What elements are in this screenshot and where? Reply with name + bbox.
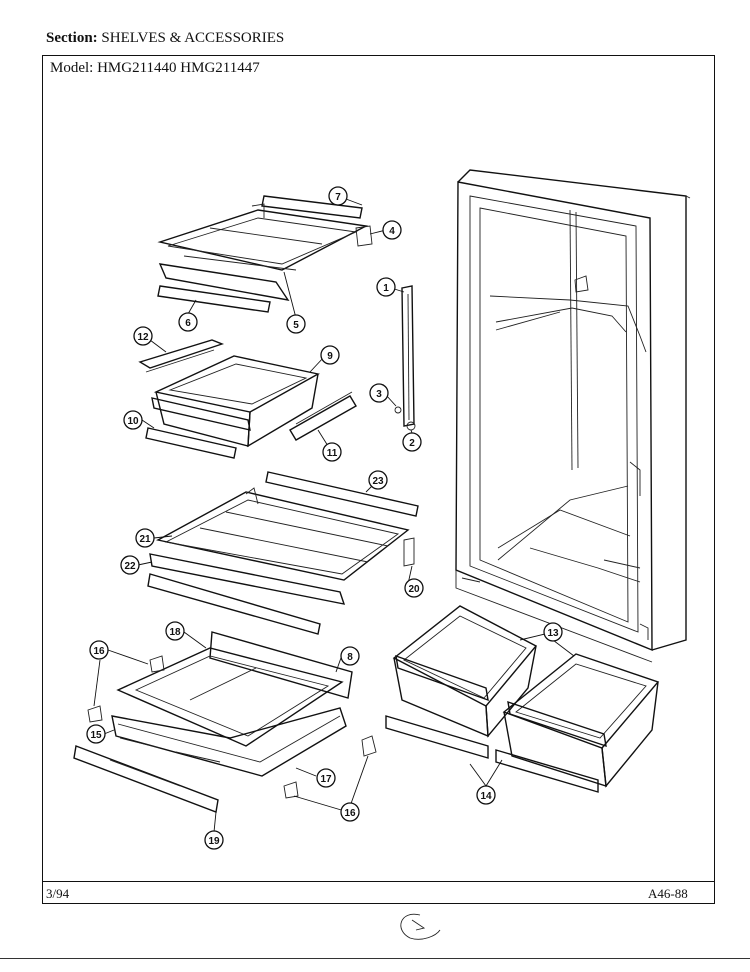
page-bottom-rule <box>0 958 750 959</box>
model-line: Model: HMG211440 HMG211447 <box>50 60 260 77</box>
svg-text:2: 2 <box>409 438 415 449</box>
svg-text:16: 16 <box>344 808 356 819</box>
callout-23: 23 <box>368 470 388 490</box>
upper-drawer-assembly <box>138 339 357 459</box>
svg-text:21: 21 <box>139 534 151 545</box>
callout-9: 9 <box>320 345 340 365</box>
svg-text:7: 7 <box>335 192 341 203</box>
svg-text:18: 18 <box>169 627 181 638</box>
callout-12: 12 <box>133 326 153 346</box>
refrigerator-cabinet <box>455 169 691 663</box>
callout-16-lower: 16 <box>340 802 360 822</box>
callout-3: 3 <box>369 383 389 403</box>
callout-14: 14 <box>476 785 496 805</box>
svg-text:1: 1 <box>383 283 389 294</box>
svg-text:11: 11 <box>327 448 338 459</box>
footer-rule <box>42 881 715 882</box>
callout-18: 18 <box>165 621 185 641</box>
top-shelf-assembly <box>157 195 373 313</box>
callout-19: 19 <box>204 830 224 850</box>
callout-8: 8 <box>340 646 360 666</box>
model-label: Model: <box>50 60 94 76</box>
svg-text:20: 20 <box>408 584 420 595</box>
callout-10: 10 <box>123 410 143 430</box>
callout-2: 2 <box>402 432 422 452</box>
crisper-pans <box>385 605 660 793</box>
callout-13: 13 <box>543 622 563 642</box>
page-code: A46-88 <box>648 886 688 901</box>
svg-text:17: 17 <box>320 774 332 785</box>
callout-11: 11 <box>322 442 342 462</box>
svg-text:9: 9 <box>327 351 333 362</box>
svg-text:16: 16 <box>93 646 105 657</box>
callout-6: 6 <box>178 312 198 332</box>
callout-21: 21 <box>135 528 155 548</box>
callout-17: 17 <box>316 768 336 788</box>
shelf-support-rail <box>394 285 416 431</box>
handwritten-mark <box>400 913 441 940</box>
middle-shelf-assembly <box>147 471 419 635</box>
model-value: HMG211440 HMG211447 <box>97 60 260 76</box>
svg-text:10: 10 <box>127 416 139 427</box>
svg-text:22: 22 <box>124 561 136 572</box>
svg-text:5: 5 <box>293 320 299 331</box>
callout-1: 1 <box>376 277 396 297</box>
svg-text:23: 23 <box>372 476 384 487</box>
svg-text:15: 15 <box>90 730 102 741</box>
diagram-frame <box>42 55 715 904</box>
callout-20: 20 <box>404 578 424 598</box>
callout-4: 4 <box>382 220 402 240</box>
callout-5: 5 <box>286 314 306 334</box>
section-label: Section: <box>46 30 98 46</box>
svg-text:6: 6 <box>185 318 191 329</box>
svg-text:19: 19 <box>208 836 220 847</box>
svg-text:14: 14 <box>480 791 492 802</box>
svg-text:4: 4 <box>389 226 395 237</box>
svg-text:13: 13 <box>547 628 559 639</box>
svg-text:3: 3 <box>376 389 382 400</box>
callout-7: 7 <box>328 186 348 206</box>
callout-15: 15 <box>86 724 106 744</box>
callout-16-upper: 16 <box>89 640 109 660</box>
section-heading: Section: SHELVES & ACCESSORIES <box>46 30 284 47</box>
date-code: 3/94 <box>46 886 70 901</box>
svg-text:8: 8 <box>347 652 353 663</box>
section-value: SHELVES & ACCESSORIES <box>101 30 285 46</box>
svg-text:12: 12 <box>137 332 149 343</box>
callout-22: 22 <box>120 555 140 575</box>
